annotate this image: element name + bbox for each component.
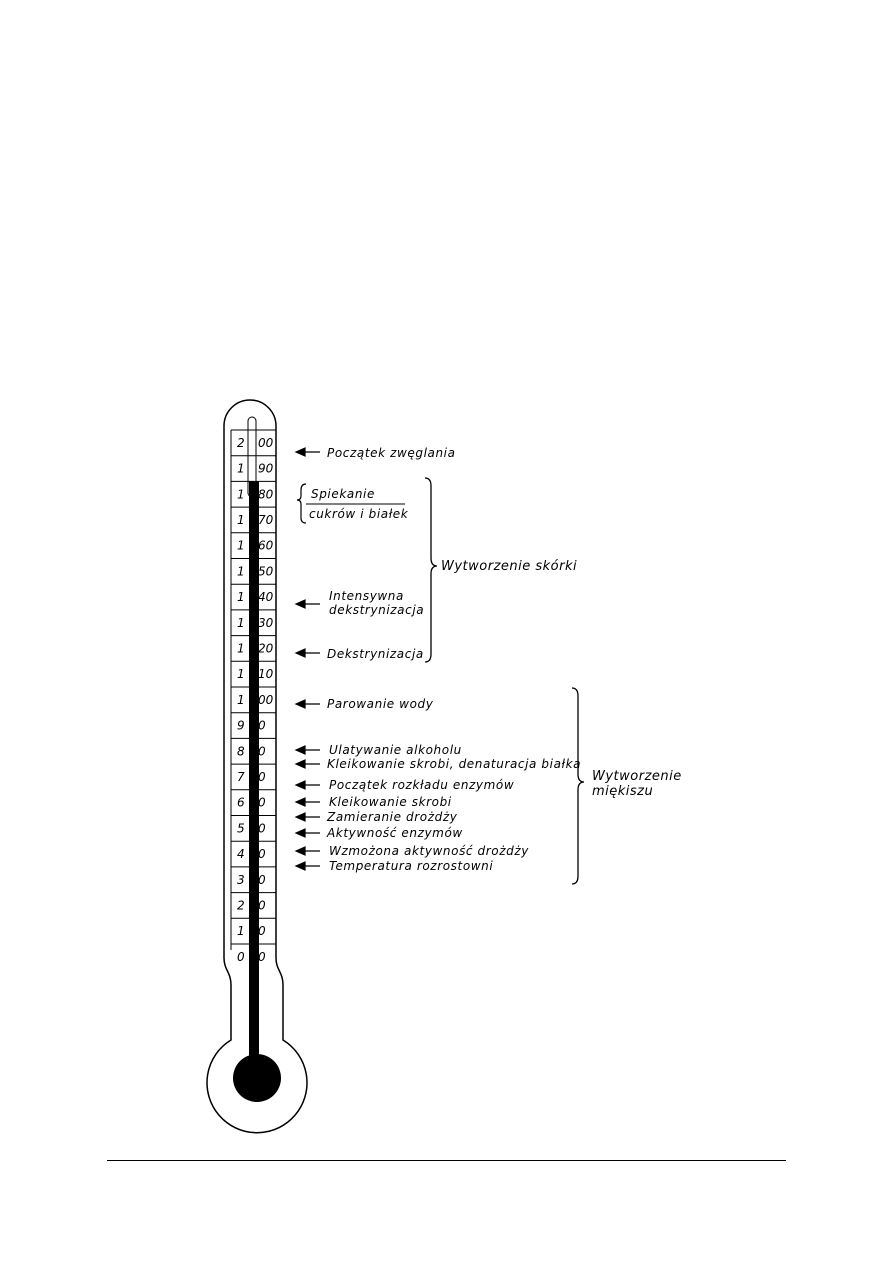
group-label-crumb-2: miękiszu — [592, 784, 653, 799]
scale-hundreds-digit: 7 — [237, 770, 245, 784]
group-label-crust: Wytworzenie skórki — [441, 559, 577, 574]
scale-hundreds-digit: 4 — [237, 847, 245, 861]
scale-hundreds-digit: 9 — [237, 719, 245, 733]
scale-tens-digits: 00 — [258, 693, 274, 707]
scale-hundreds-digit: 1 — [237, 667, 245, 681]
scale-hundreds-digit: 1 — [237, 487, 245, 501]
thermometer-outline — [206, 399, 308, 1134]
scale-hundreds-digit: 0 — [237, 950, 245, 964]
label-gelatinization: Kleikowanie skrobi — [329, 795, 452, 809]
scale-hundreds-digit: 2 — [237, 436, 245, 450]
scale-hundreds-digit: 1 — [237, 616, 245, 630]
scale-hundreds-digit: 1 — [237, 564, 245, 578]
scale-hundreds-digit: 1 — [237, 590, 245, 604]
label-sintering-2: cukrów i białek — [309, 507, 409, 521]
scale-hundreds-digit: 8 — [237, 744, 245, 758]
label-evaporation: Parowanie wody — [327, 697, 434, 711]
label-gelatinization-denaturation: Kleikowanie skrobi, denaturacja białka — [327, 757, 581, 771]
scale-hundreds-digit: 3 — [237, 873, 245, 887]
scale-tens-digits: 90 — [258, 462, 274, 476]
scale-tens-digits: 50 — [258, 564, 274, 578]
sintering-brace — [296, 483, 307, 524]
scale-tens-digits: 00 — [258, 436, 274, 450]
scale-hundreds-digit: 1 — [237, 513, 245, 527]
scale-tens-digits: 0 — [258, 950, 266, 964]
group-label-crumb-1: Wytworzenie — [592, 769, 682, 784]
label-enzyme-breakdown: Początek rozkładu enzymów — [329, 778, 514, 792]
scale-tens-digits: 0 — [258, 796, 266, 810]
thermometer-bulb — [233, 1054, 281, 1102]
scale-tens-digits: 20 — [258, 641, 274, 655]
scale-tens-digits: 0 — [258, 770, 266, 784]
label-enzyme-activity: Aktywność enzymów — [326, 826, 463, 840]
scale-tens-digits: 0 — [258, 744, 266, 758]
label-carbonization: Początek zwęglania — [327, 446, 456, 460]
label-sintering-1: Spiekanie — [311, 487, 375, 501]
label-arrows — [294, 447, 320, 871]
label-dextrin: Dekstrynizacja — [327, 647, 424, 661]
scale-tens-digits: 70 — [258, 513, 274, 527]
scale-hundreds-digit: 1 — [237, 924, 245, 938]
scale-tens-digits: 10 — [258, 667, 274, 681]
scale-tens-digits: 0 — [258, 873, 266, 887]
scale-tens-digits: 40 — [258, 590, 274, 604]
scale-tens-digits: 60 — [258, 539, 274, 553]
footer-rule — [107, 1160, 786, 1161]
scale-hundreds-digit: 2 — [237, 898, 245, 912]
crust-brace — [424, 477, 438, 663]
scale-hundreds-digit: 1 — [237, 693, 245, 707]
scale-tens-digits: 0 — [258, 719, 266, 733]
label-proofing-temp: Temperatura rozrostowni — [329, 859, 493, 873]
scale-tens-digits: 0 — [258, 924, 266, 938]
label-alcohol: Ulatywanie alkoholu — [329, 743, 462, 757]
mercury-column — [249, 481, 259, 1060]
scale-tens-digits: 30 — [258, 616, 274, 630]
label-intensive-dextrin-1: Intensywna — [329, 589, 404, 603]
label-yeast-boost: Wzmożona aktywność drożdży — [329, 844, 529, 858]
label-intensive-dextrin-2: dekstrynizacja — [329, 603, 424, 617]
scale-hundreds-digit: 6 — [237, 796, 245, 810]
scale-hundreds-digit: 1 — [237, 641, 245, 655]
scale-tens-digits: 0 — [258, 847, 266, 861]
scale-tens-digits: 80 — [258, 487, 274, 501]
crumb-brace — [571, 687, 585, 885]
label-yeast-dying: Zamieranie drożdży — [326, 810, 458, 824]
scale-tens-digits: 0 — [258, 821, 266, 835]
scale-tens-digits: 0 — [258, 898, 266, 912]
scale-hundreds-digit: 1 — [237, 462, 245, 476]
scale-hundreds-digit: 1 — [237, 539, 245, 553]
scale-hundreds-digit: 5 — [237, 821, 245, 835]
